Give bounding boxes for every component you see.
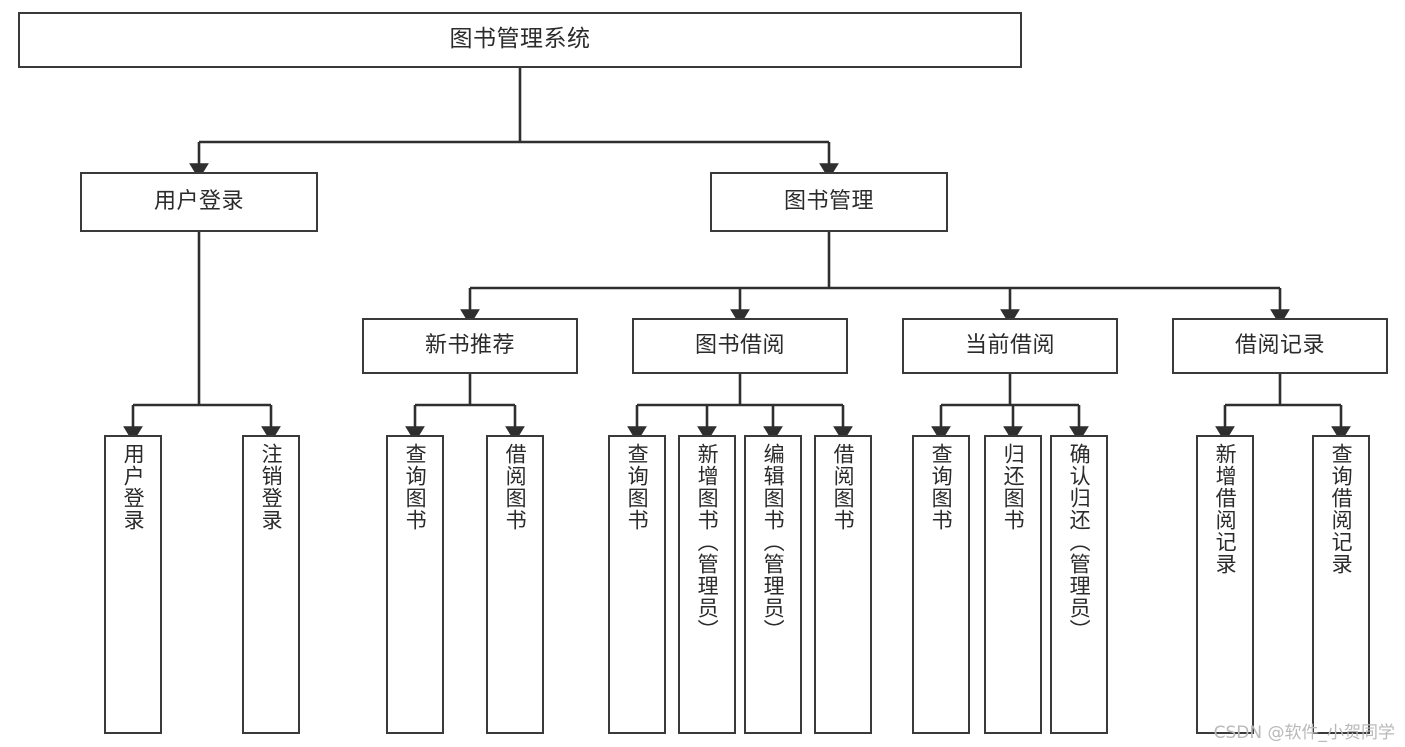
node-leaf-new-1[interactable]: 查询图书 [386, 435, 444, 734]
node-label: 查询借阅记录 [1329, 443, 1354, 575]
node-bookmgmt[interactable]: 图书管理 [710, 172, 948, 232]
node-leaf-new-2[interactable]: 借阅图书 [486, 435, 544, 734]
node-label: 图书管理系统 [449, 26, 591, 53]
node-label: 借阅图书 [831, 443, 856, 531]
node-label: 用户登录 [121, 443, 146, 531]
node-label: 借阅记录 [1234, 333, 1325, 359]
node-login[interactable]: 用户登录 [80, 172, 318, 232]
node-borrow[interactable]: 图书借阅 [632, 318, 848, 374]
node-label: 确认归还（管理员） [1067, 443, 1092, 641]
node-label: 图书借阅 [694, 333, 785, 359]
node-leaf-cur-2[interactable]: 归还图书 [984, 435, 1042, 734]
node-root[interactable]: 图书管理系统 [18, 12, 1022, 68]
node-leaf-cur-3[interactable]: 确认归还（管理员） [1050, 435, 1108, 734]
node-leaf-rec-2[interactable]: 查询借阅记录 [1312, 435, 1370, 734]
node-leaf-login-2[interactable]: 注销登录 [242, 435, 300, 734]
node-newbook[interactable]: 新书推荐 [362, 318, 578, 374]
node-leaf-bor-2[interactable]: 新增图书（管理员） [678, 435, 736, 734]
node-current[interactable]: 当前借阅 [902, 318, 1118, 374]
node-records[interactable]: 借阅记录 [1172, 318, 1388, 374]
node-label: 新增借阅记录 [1213, 443, 1238, 575]
node-label: 当前借阅 [964, 333, 1055, 359]
csdn-watermark: CSDN @软件_小贺同学 [1213, 723, 1395, 743]
node-leaf-rec-1[interactable]: 新增借阅记录 [1196, 435, 1254, 734]
node-leaf-login-1[interactable]: 用户登录 [104, 435, 162, 734]
node-label: 编辑图书（管理员） [761, 443, 786, 641]
node-label: 图书管理 [783, 189, 874, 215]
node-label: 借阅图书 [503, 443, 528, 531]
node-label: 新书推荐 [424, 333, 515, 359]
node-leaf-bor-4[interactable]: 借阅图书 [814, 435, 872, 734]
node-label: 查询图书 [929, 443, 954, 531]
node-label: 注销登录 [259, 443, 284, 531]
node-label: 归还图书 [1001, 443, 1026, 531]
node-leaf-bor-3[interactable]: 编辑图书（管理员） [744, 435, 802, 734]
node-label: 查询图书 [625, 443, 650, 531]
node-label: 查询图书 [403, 443, 428, 531]
node-leaf-cur-1[interactable]: 查询图书 [912, 435, 970, 734]
node-leaf-bor-1[interactable]: 查询图书 [608, 435, 666, 734]
node-label: 新增图书（管理员） [695, 443, 720, 641]
node-label: 用户登录 [153, 189, 244, 215]
